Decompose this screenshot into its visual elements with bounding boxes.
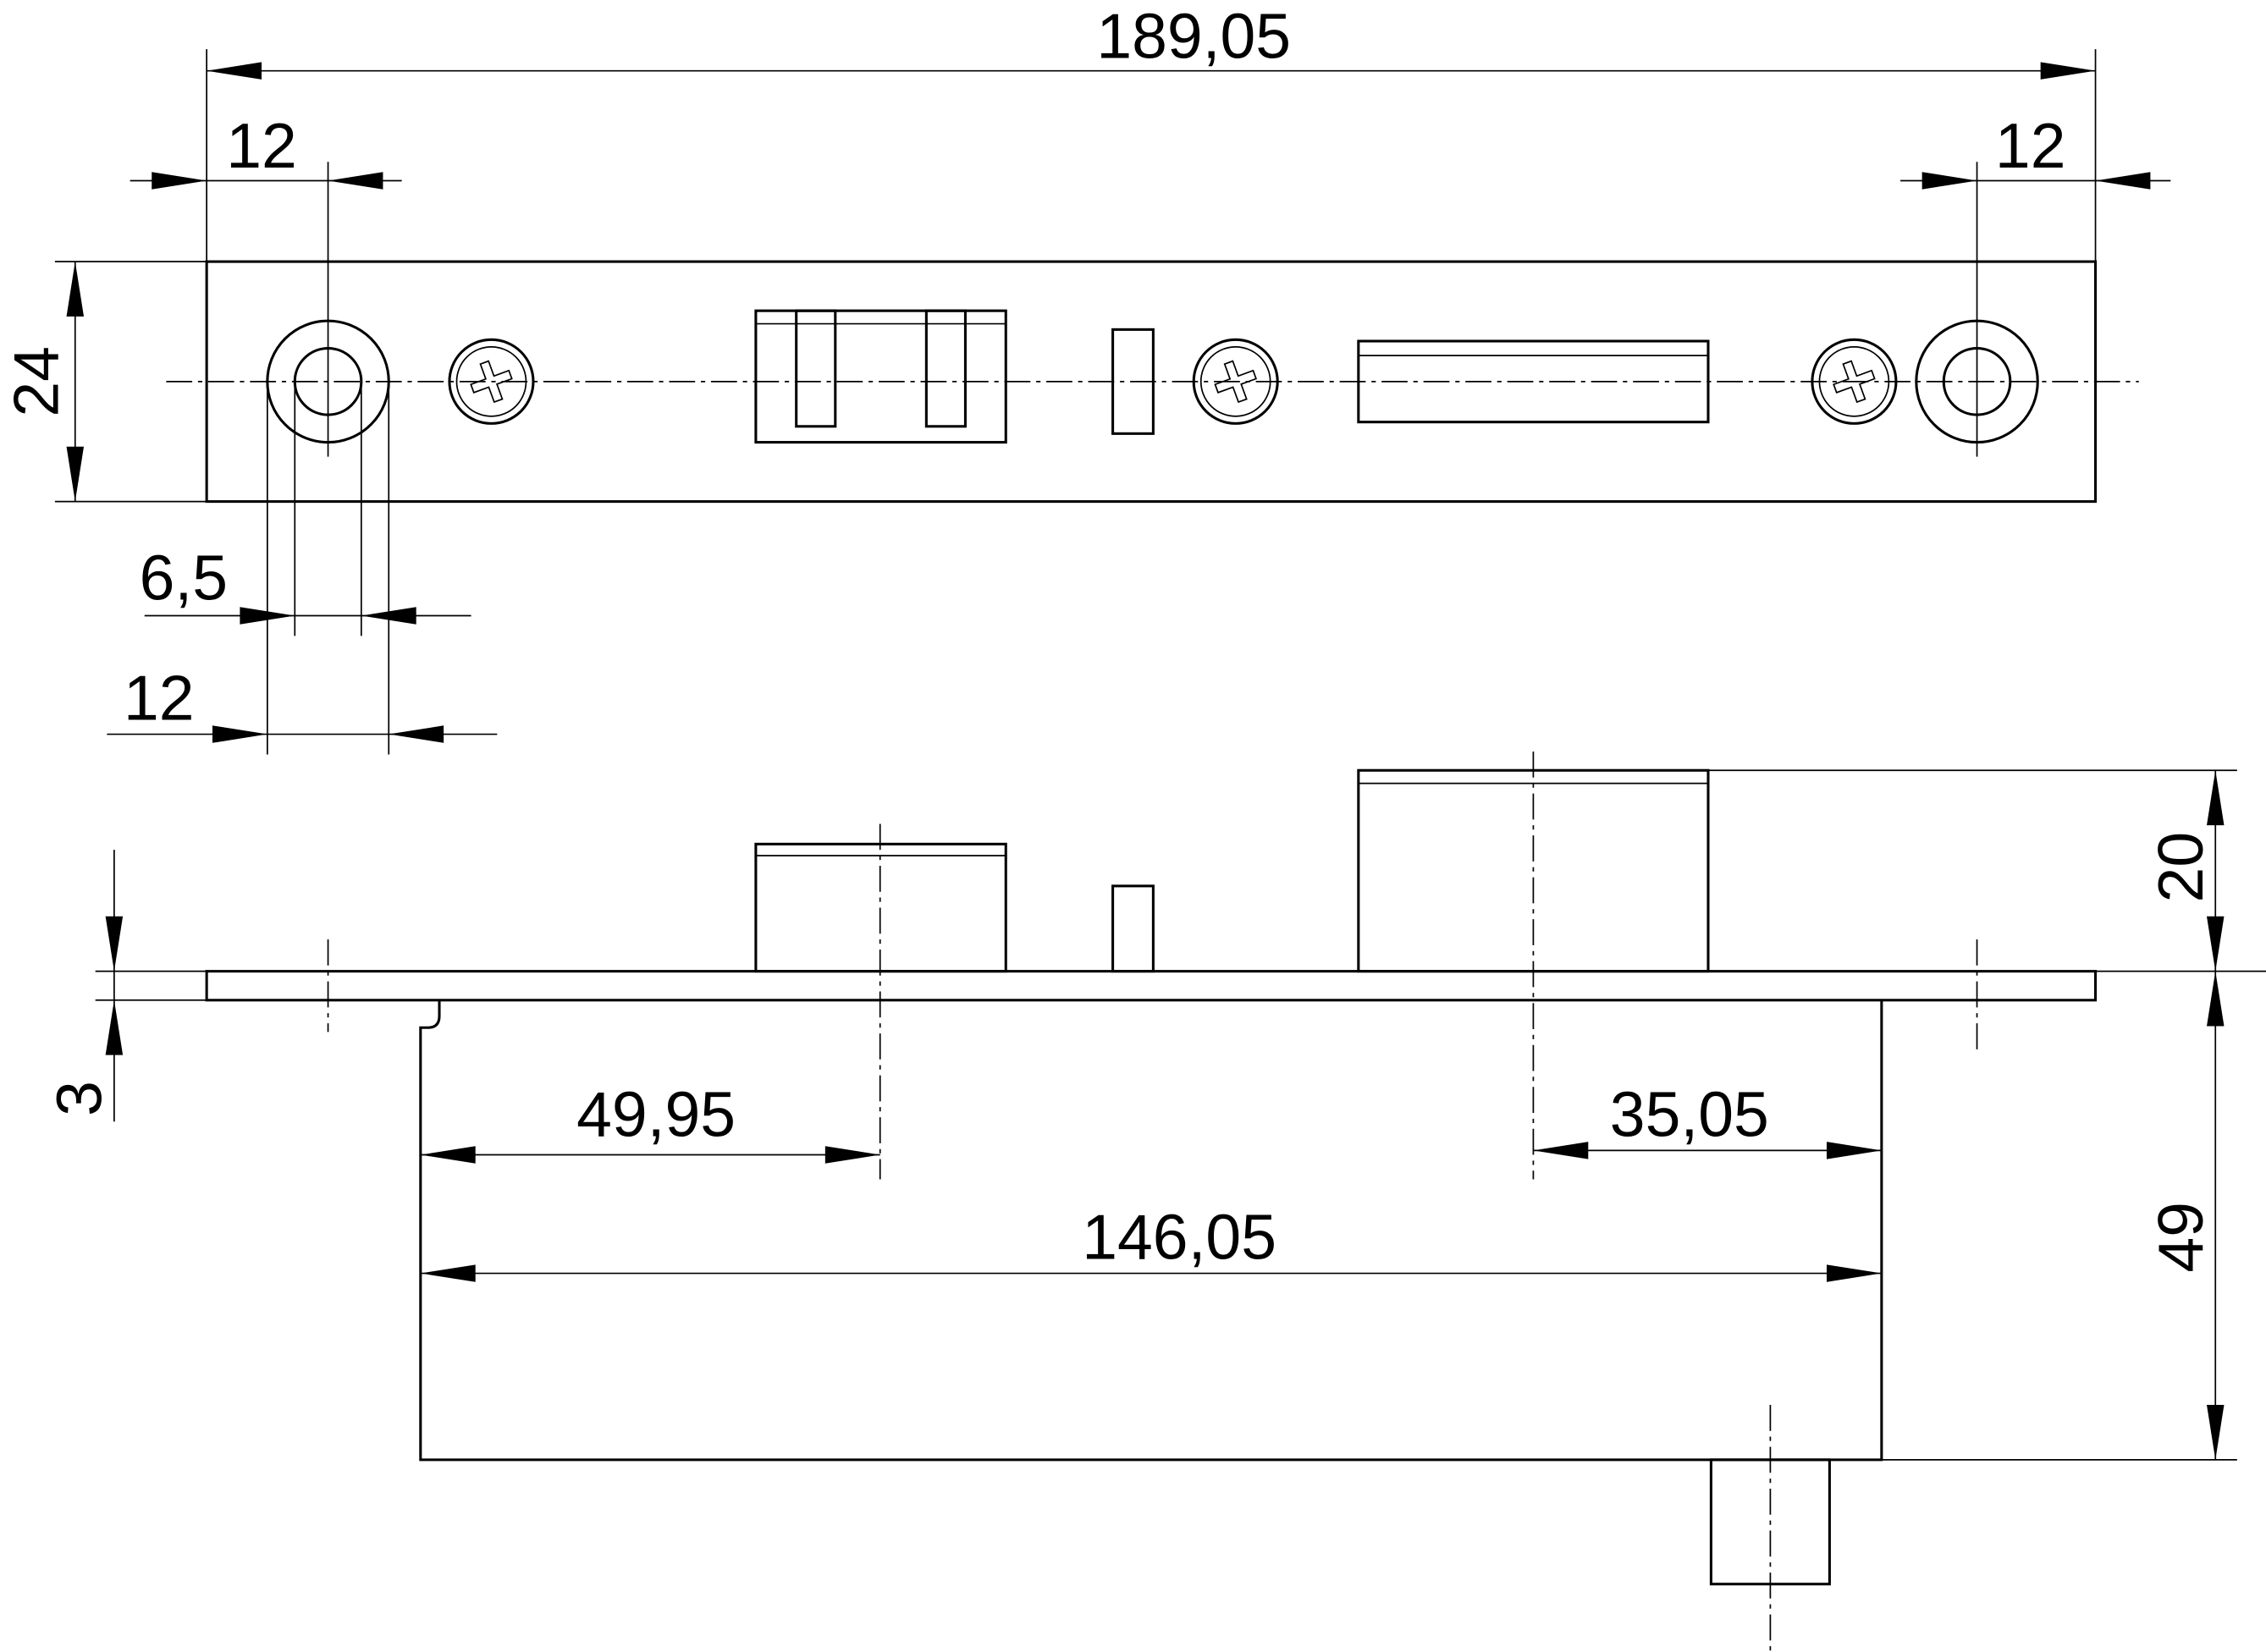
dim-latch-backset-label: 49,95 [576,1078,736,1149]
dim-counterbore-diameter: 12 [107,381,498,755]
dim-left-hole-offset-label: 12 [226,110,297,181]
right-mounting-hole [1915,162,2039,457]
right-screw-icon [1811,338,1898,425]
dim-left-hole-offset: 12 [130,110,402,190]
dim-plate-height-label: 24 [0,346,71,417]
dim-hole-diameter: 6,5 [140,381,471,636]
dim-overall-length: 189,05 [206,0,2097,262]
dim-plate-height: 24 [0,261,207,503]
dim-plate-thickness-label: 3 [44,1081,115,1116]
dim-bolt-projection-label: 20 [2145,832,2216,903]
dim-counterbore-diameter-label: 12 [124,662,195,733]
dim-right-hole-offset: 12 [1900,110,2171,190]
dim-plate-thickness: 3 [44,850,207,1122]
dim-hole-diameter-label: 6,5 [140,542,228,614]
left-mounting-hole [266,162,390,457]
dim-case-depth: 49 [1881,971,2237,1461]
dim-case-length: 146,05 [420,1201,1882,1282]
bolt-opening [1357,339,1710,424]
auxiliary-latch [1111,884,1155,973]
side-faceplate [205,970,2098,1002]
front-view [166,162,2139,504]
dim-right-hole-offset-label: 12 [1995,110,2066,181]
lock-case-body [419,999,1883,1462]
auxiliary-slot [1111,328,1155,435]
dim-overall-length-label: 189,05 [1096,0,1291,71]
dim-bolt-backset: 35,05 [1533,1078,1882,1159]
left-screw-icon [448,338,535,425]
dim-bolt-backset-label: 35,05 [1610,1078,1769,1149]
center-screw-icon [1192,338,1279,425]
latch-opening [754,309,1007,444]
dim-bolt-projection: 20 [1707,769,2266,972]
side-view [205,752,2098,1652]
dim-latch-backset: 49,95 [420,1078,880,1164]
dim-case-depth-label: 49 [2145,1202,2216,1273]
dim-case-length-label: 146,05 [1082,1201,1276,1272]
